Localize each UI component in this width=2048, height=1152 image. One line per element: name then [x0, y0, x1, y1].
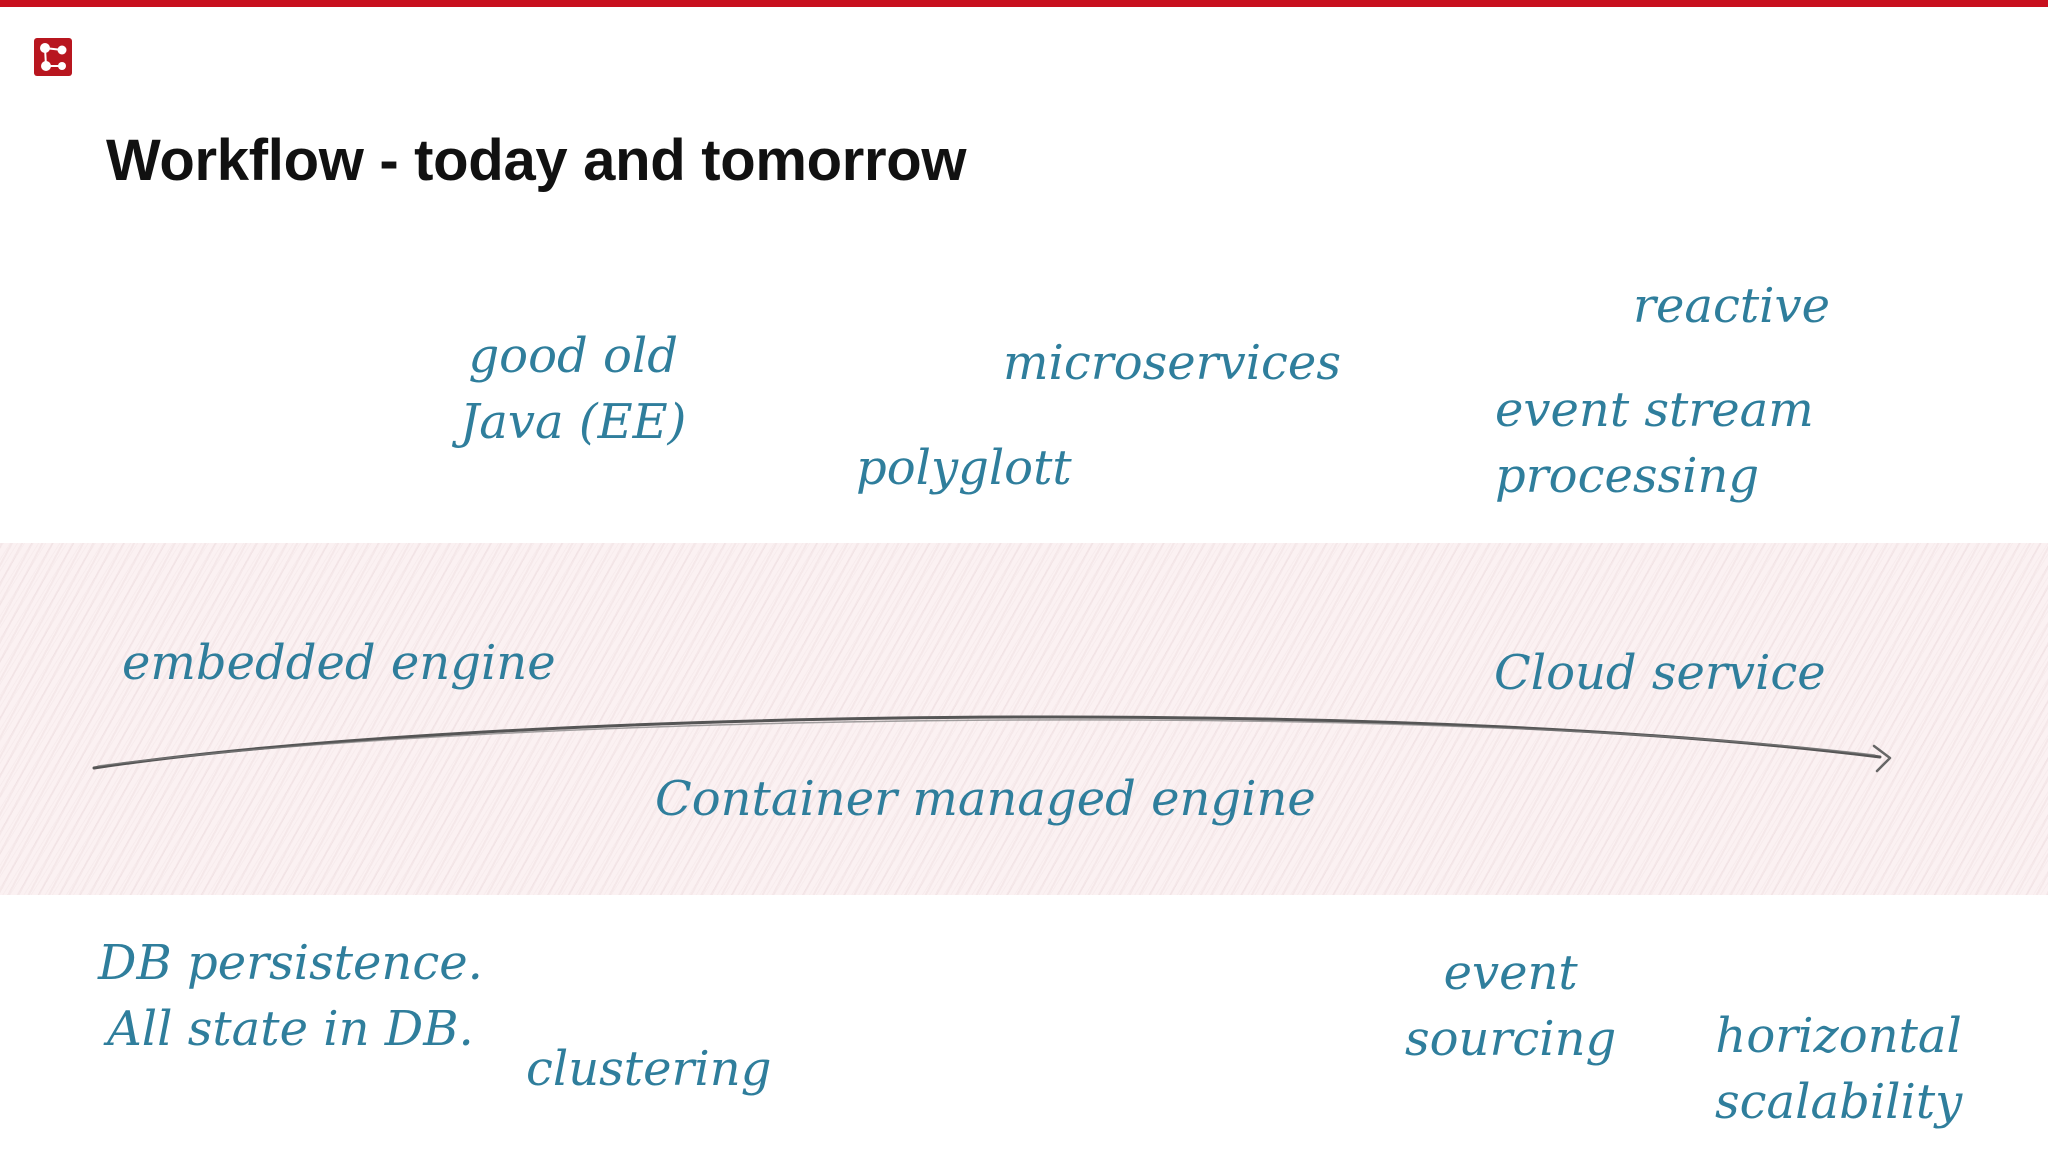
- timeline-arrow: [92, 715, 1892, 773]
- label-horizontal-scalability: horizontal scalability: [1715, 1003, 1962, 1135]
- label-line: DB persistence.: [98, 935, 483, 991]
- label-polyglott: polyglott: [856, 440, 1072, 496]
- label-event-sourcing: event sourcing: [1405, 940, 1616, 1072]
- label-microservices: microservices: [1003, 335, 1341, 391]
- label-event-stream-processing: event stream processing: [1495, 377, 1814, 509]
- label-good-old-java: good old Java (EE): [460, 323, 686, 455]
- label-line: event stream: [1495, 382, 1814, 438]
- label-line: scalability: [1715, 1074, 1963, 1130]
- label-cloud-service: Cloud service: [1494, 645, 1826, 701]
- label-container-managed-engine: Container managed engine: [655, 771, 1316, 827]
- label-line: sourcing: [1405, 1011, 1617, 1067]
- slide-title: Workflow - today and tomorrow: [106, 128, 967, 193]
- label-line: event: [1443, 945, 1578, 1001]
- label-embedded-engine: embedded engine: [122, 635, 556, 691]
- label-line: Java (EE): [460, 394, 687, 450]
- timeline-band: [0, 543, 2048, 895]
- label-line: good old: [468, 328, 678, 384]
- top-accent-bar: [0, 0, 2048, 7]
- label-db-persistence: DB persistence. All state in DB.: [98, 930, 483, 1062]
- camunda-logo-icon: [34, 38, 72, 76]
- label-reactive: reactive: [1633, 278, 1831, 334]
- label-clustering: clustering: [526, 1041, 772, 1097]
- label-line: horizontal: [1715, 1008, 1962, 1064]
- label-line: All state in DB.: [107, 1001, 474, 1057]
- label-line: processing: [1495, 448, 1760, 504]
